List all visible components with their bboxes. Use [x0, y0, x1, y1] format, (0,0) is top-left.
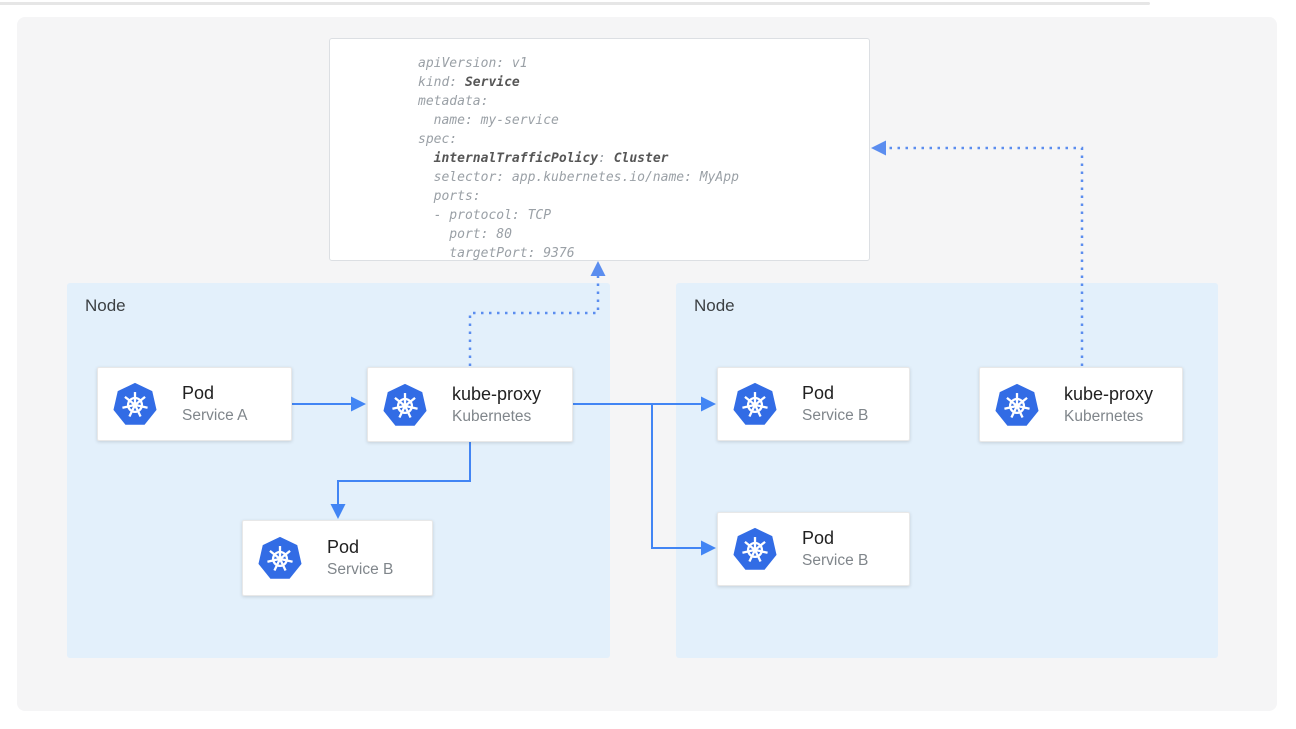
kubernetes-icon — [733, 527, 777, 570]
kubernetes-icon — [383, 383, 427, 426]
card-subtitle: Service B — [327, 561, 394, 578]
card-title: Pod — [802, 383, 835, 403]
kube-proxy-card-left: kube-proxy Kubernetes — [367, 367, 573, 442]
kube-proxy-card-right: kube-proxy Kubernetes — [979, 367, 1183, 442]
card-subtitle: Service B — [802, 407, 869, 424]
card-title: kube-proxy — [1064, 383, 1154, 404]
pod-card-service-a: Pod Service A — [97, 367, 292, 441]
kubernetes-icon — [113, 382, 157, 425]
pod-card-service-b-right-top: Pod Service B — [717, 367, 910, 441]
card-title: Pod — [327, 537, 360, 557]
top-divider-line — [0, 2, 1150, 5]
card-title: Pod — [182, 383, 215, 403]
node-label: Node — [694, 296, 735, 315]
card-title: Pod — [802, 528, 835, 548]
pod-card-service-b-left: Pod Service B — [242, 520, 433, 596]
card-subtitle: Service A — [182, 407, 248, 424]
kubernetes-icon — [995, 383, 1039, 426]
card-subtitle: Kubernetes — [1064, 407, 1144, 425]
card-subtitle: Service B — [802, 552, 869, 569]
node-right: Node — [676, 283, 1218, 658]
pod-card-service-b-right-bottom: Pod Service B — [717, 512, 910, 586]
node-label: Node — [85, 296, 126, 315]
kubernetes-icon — [258, 536, 302, 579]
card-title: kube-proxy — [452, 383, 542, 404]
card-subtitle: Kubernetes — [452, 407, 532, 425]
node-left: Node — [67, 283, 610, 658]
kubernetes-icon — [733, 382, 777, 425]
